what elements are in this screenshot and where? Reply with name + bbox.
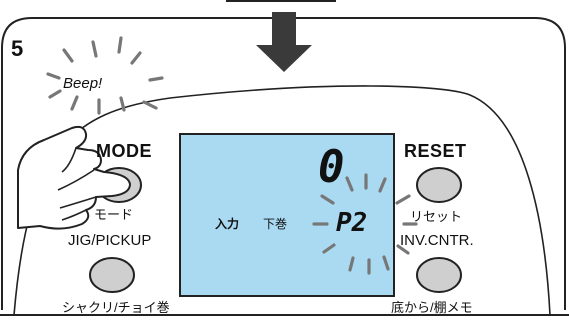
mode-button-sublabel: モード: [94, 207, 134, 222]
lcd-input-label: 入力: [215, 217, 240, 231]
beep-sound-label: Beep!: [63, 76, 102, 91]
step-number: 5: [11, 36, 24, 61]
reset-button-label: RESET: [404, 141, 467, 161]
mode-button-label: MODE: [96, 141, 152, 161]
inv-cntr-button-sublabel: 底から/棚メモ: [391, 300, 473, 315]
pointing-hand-icon: [17, 125, 131, 230]
inv-cntr-button-label: INV.CNTR.: [400, 232, 474, 249]
beep-exclamation: !: [98, 75, 103, 92]
beep-text: Beep: [63, 75, 99, 92]
reset-button-sublabel: リセット: [410, 209, 463, 224]
beep-burst-icon: [46, 36, 164, 115]
jig-pickup-button-label: JIG/PICKUP: [68, 232, 152, 249]
jig-pickup-button-sublabel: シャクリ/チョイ巻: [62, 300, 170, 315]
reset-button[interactable]: [416, 167, 462, 203]
p2-blink-burst-icon: [312, 173, 418, 275]
jig-pickup-button[interactable]: [89, 257, 135, 293]
lcd-screen: [179, 133, 395, 297]
lcd-winding-label: 下巻: [263, 217, 288, 231]
depth-counter-value: 0: [318, 142, 345, 193]
mode-indicator-p2: P2: [336, 208, 368, 238]
down-arrow-icon: [256, 12, 312, 72]
inv-cntr-button[interactable]: [416, 257, 462, 293]
